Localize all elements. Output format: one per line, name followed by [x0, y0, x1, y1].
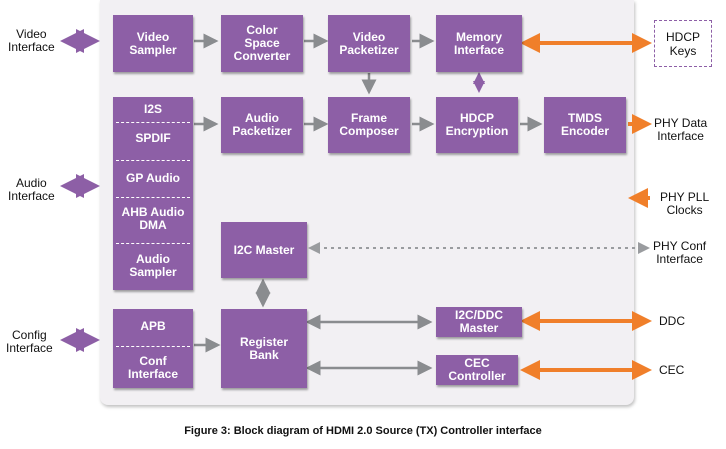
audio-interfaces-stack: I2S SPDIF GP Audio AHB Audio DMA Audio S…	[113, 97, 193, 290]
phy-conf-interface-label: PHY Conf Interface	[653, 239, 707, 266]
config-stack-conf-interface: Conf Interface	[127, 354, 179, 381]
figure-caption: Figure 3: Block diagram of HDMI 2.0 Sour…	[184, 425, 542, 437]
config-stack-divider	[116, 346, 190, 347]
config-interface-label: Config Interface	[6, 328, 53, 355]
audio-stack-i2s: I2S	[143, 101, 162, 116]
video-sampler-block: Video Sampler	[113, 15, 193, 72]
i2c-master-block: I2C Master	[221, 222, 307, 278]
audio-stack-divider	[116, 197, 190, 198]
audio-interface-label: Audio Interface	[8, 176, 55, 203]
register-bank-block: Register Bank	[221, 309, 307, 388]
hdcp-encryption-block: HDCP Encryption	[436, 97, 518, 153]
config-interfaces-stack: APB Conf Interface	[113, 309, 193, 388]
video-packetizer-block: Video Packetizer	[328, 15, 410, 72]
i2c-ddc-master-block: I2C/DDC Master	[436, 307, 522, 337]
cec-controller-block: CEC Controller	[436, 355, 518, 385]
config-stack-apb: APB	[140, 318, 166, 333]
memory-interface-block: Memory Interface	[436, 15, 522, 72]
audio-stack-divider	[116, 122, 190, 123]
audio-stack-spdif: SPDIF	[135, 130, 171, 145]
hdcp-keys-box: HDCP Keys	[654, 20, 712, 67]
video-interface-label: Video Interface	[8, 27, 55, 54]
tmds-encoder-block: TMDS Encoder	[544, 97, 626, 153]
color-space-converter-block: Color Space Converter	[221, 15, 303, 72]
phy-pll-clocks-label: PHY PLL Clocks	[660, 190, 710, 217]
audio-stack-divider	[116, 243, 190, 244]
frame-composer-block: Frame Composer	[328, 97, 410, 153]
audio-packetizer-block: Audio Packetizer	[221, 97, 303, 153]
audio-stack-audio-sampler: Audio Sampler	[129, 252, 177, 279]
audio-stack-divider	[116, 160, 190, 161]
cec-label: CEC	[659, 363, 685, 377]
audio-stack-ahb-audio-dma: AHB Audio DMA	[121, 205, 185, 232]
audio-stack-gp-audio: GP Audio	[126, 170, 180, 185]
phy-data-interface-label: PHY Data Interface	[654, 116, 708, 143]
ddc-label: DDC	[659, 314, 685, 328]
hdcp-keys-label: HDCP Keys	[665, 29, 700, 58]
